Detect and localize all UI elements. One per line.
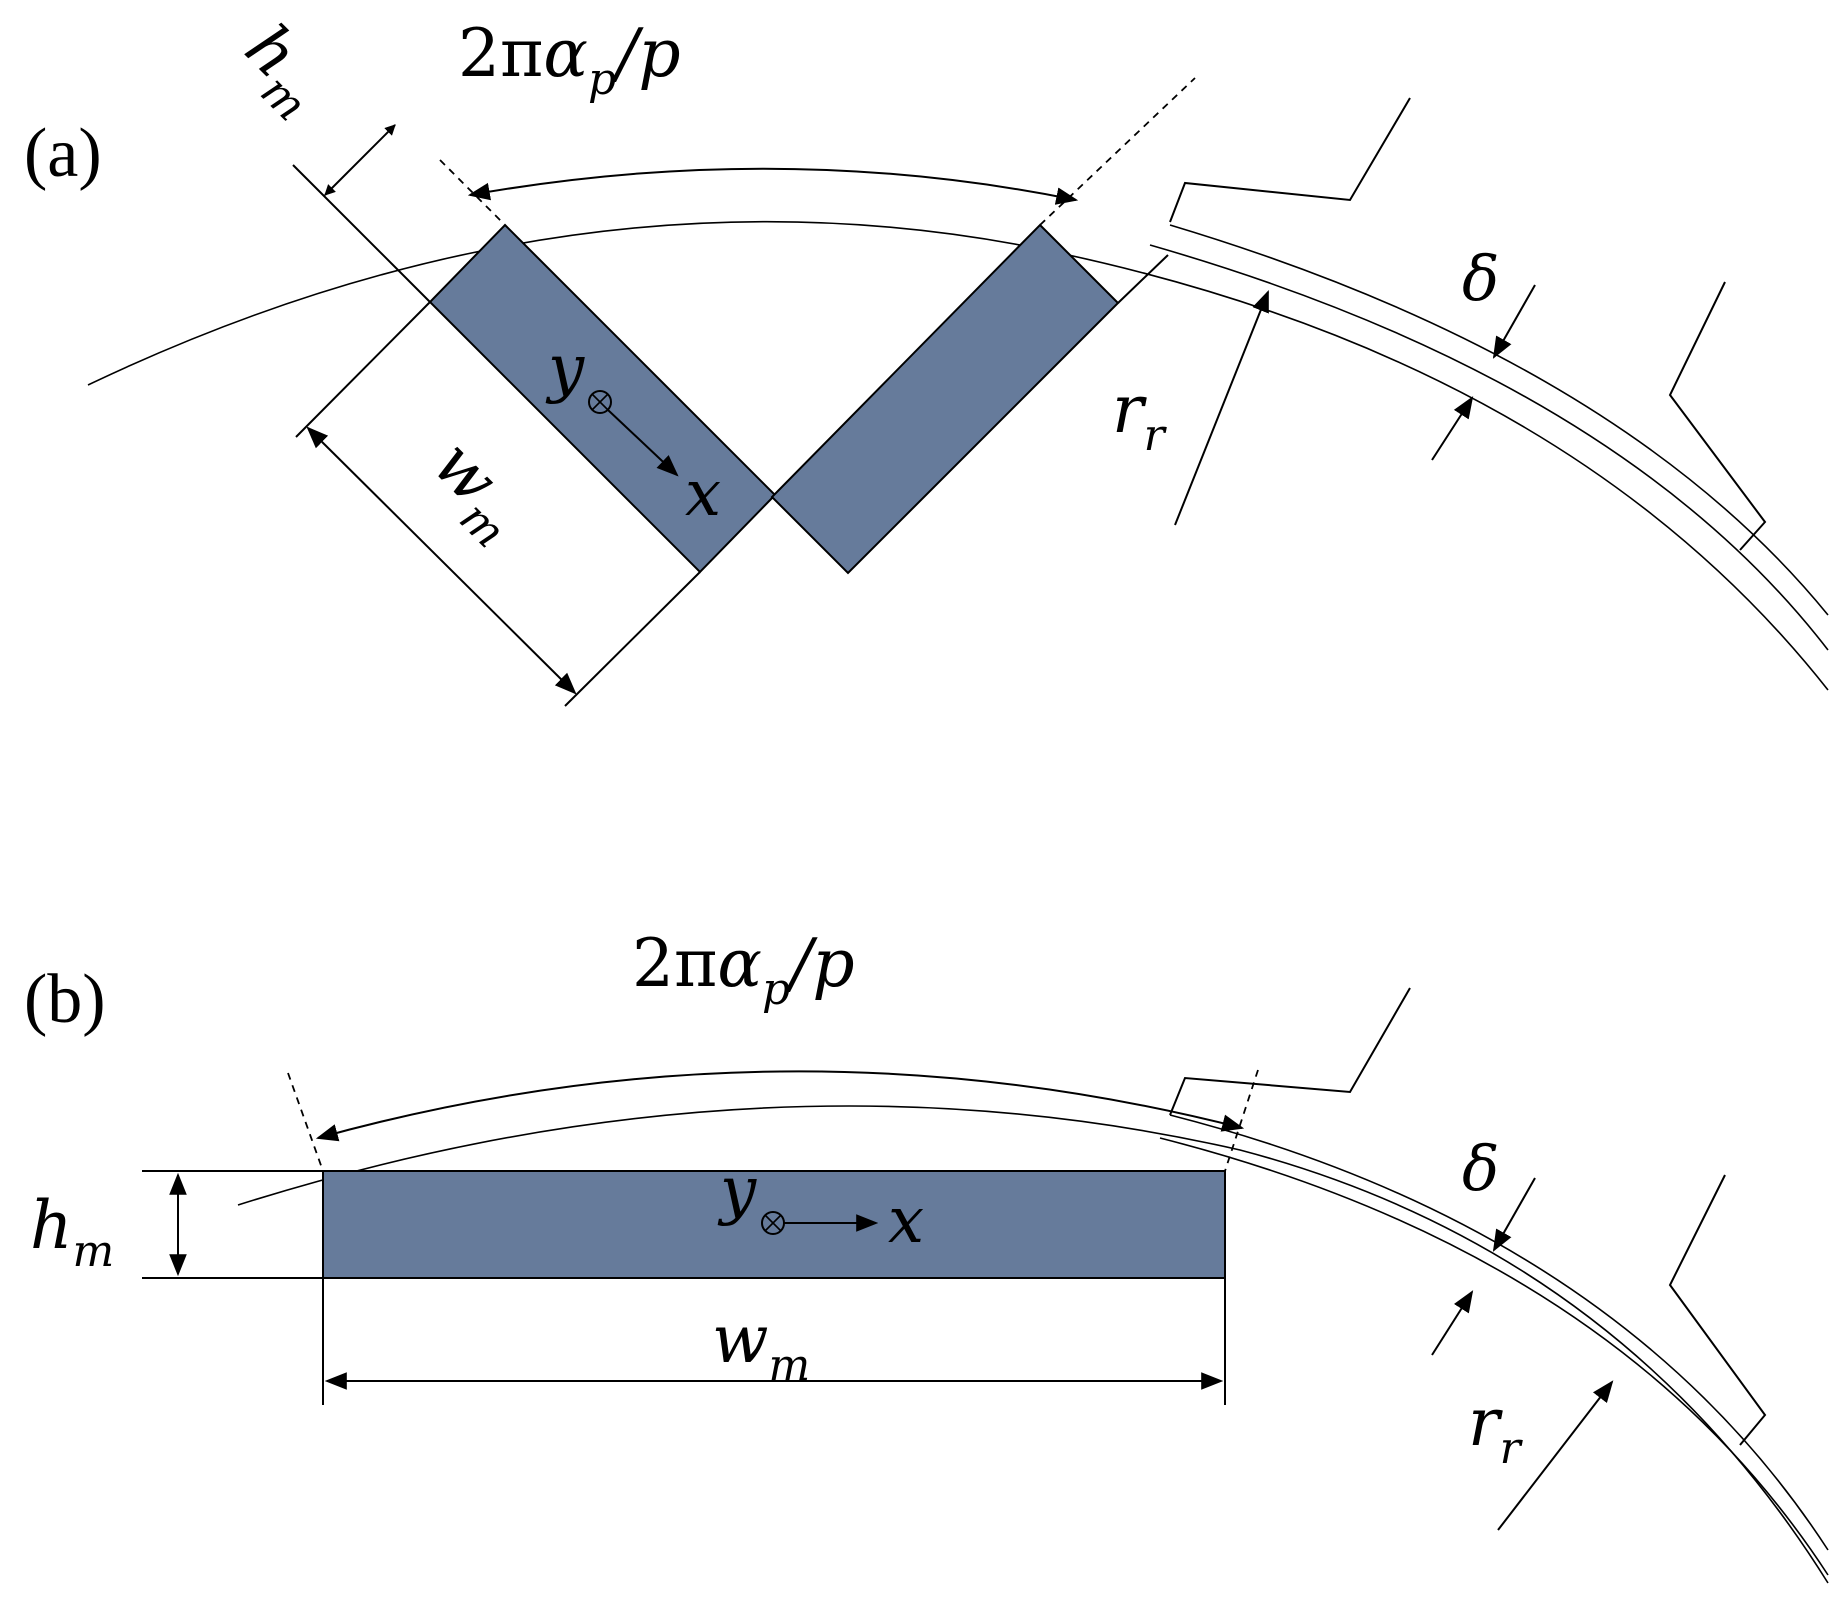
airgap-arrow-outer-b	[1492, 1177, 1536, 1252]
stator-bore-arc-b-2	[1159, 1137, 1829, 1576]
hm-label-rotated: hm	[221, 11, 341, 131]
pole-arc-boundary-right-b	[1224, 1069, 1259, 1172]
y-axis-label-b: y	[717, 1154, 757, 1228]
panel-b: (b) 2παp/p	[24, 925, 1829, 1584]
pole-arc-boundary-left	[439, 159, 506, 226]
airgap-arrow-inner-b	[1431, 1290, 1474, 1356]
stator-tooth-2	[1668, 281, 1767, 551]
wm-extension-line-bottom	[564, 571, 701, 707]
rotor-radius-arrow-b	[1497, 1380, 1614, 1531]
x-axis-arrow	[607, 409, 679, 477]
wm-extension-line-top	[295, 301, 431, 438]
rotor-radius-arrow	[1174, 289, 1269, 526]
pole-arc-dimension-arrow-b	[315, 1070, 1245, 1142]
wm-label-b: wm	[712, 1301, 810, 1391]
hm-extension-line	[292, 164, 431, 303]
x-axis-label: x	[685, 457, 721, 531]
magnet-right	[770, 223, 1120, 575]
y-axis-into-page-icon	[588, 390, 612, 414]
stator-tooth-b-2	[1668, 1174, 1767, 1446]
pole-arc-boundary-left-b	[287, 1072, 324, 1172]
airgap-label-b: δ	[1462, 1132, 1499, 1205]
panel-a: (a)	[24, 11, 1829, 707]
x-axis-label-b: x	[888, 1184, 924, 1258]
stator-bore-arc-2	[1149, 244, 1829, 651]
airgap-label: δ	[1462, 242, 1499, 315]
wm-label-rotated: wm	[409, 425, 542, 558]
panel-a-label: (a)	[24, 115, 102, 192]
airgap-arrow-outer	[1492, 284, 1536, 359]
y-axis-label: y	[545, 332, 585, 406]
hm-dimension-arrow	[324, 124, 396, 196]
stator-bore-arc-b-1	[1169, 1114, 1829, 1551]
pole-arc-label-b: 2παp/p	[632, 925, 855, 1015]
panel-b-label: (b)	[24, 961, 106, 1038]
magnet-right-extension	[1117, 254, 1169, 304]
pole-arc-label: 2παp/p	[458, 15, 681, 105]
svg-text:wm: wm	[409, 425, 542, 558]
rotor-radius-label: rr	[1112, 371, 1168, 461]
stator-bore-arc-1	[1169, 224, 1829, 616]
hm-label-b: hm	[30, 1187, 114, 1277]
stator-tooth-b-1	[1169, 987, 1411, 1116]
stator-tooth-1	[1169, 97, 1411, 223]
svg-text:hm: hm	[221, 11, 341, 131]
rotor-radius-label-b: rr	[1468, 1384, 1524, 1474]
wm-dimension-arrow	[306, 426, 577, 695]
pole-arc-boundary-right	[1039, 77, 1196, 226]
airgap-arrow-inner	[1431, 396, 1474, 461]
pole-arc-dimension-arrow	[467, 167, 1079, 205]
